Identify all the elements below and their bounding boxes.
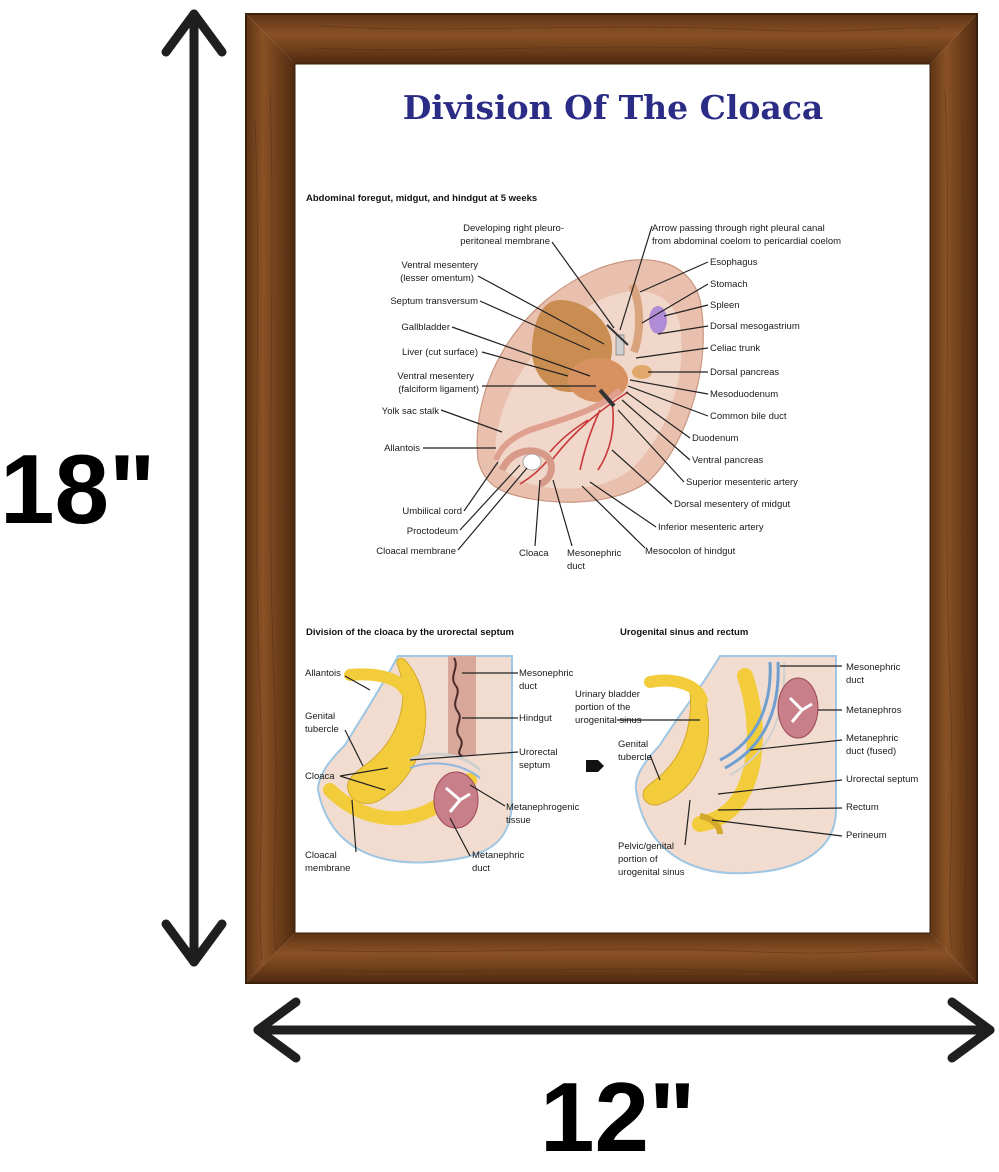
width-dimension-arrow — [253, 997, 995, 1063]
s1-label-ventral-pancreas: Ventral pancreas — [692, 455, 764, 466]
s2-label-cloaca: Cloaca — [305, 771, 335, 782]
s1-label-proctodeum: Proctodeum — [407, 526, 458, 537]
s1-label-umbilical-cord: Umbilical cord — [402, 506, 462, 517]
s1-label-dorsal-pancreas: Dorsal pancreas — [710, 367, 779, 378]
section-2-title: Division of the cloaca by the urorectal … — [306, 627, 514, 638]
s1-label-stomach: Stomach — [710, 279, 748, 290]
s1-label-esophagus: Esophagus — [710, 257, 758, 268]
s1-label-cloaca: Cloaca — [519, 548, 549, 559]
progression-arrow-icon — [586, 760, 604, 772]
s1-label-spleen: Spleen — [710, 300, 740, 311]
s1-label-septum-transversum: Septum transversum — [390, 296, 478, 307]
s1-label-mesocolon-of-hindgut: Mesocolon of hindgut — [645, 546, 736, 557]
section-3-title: Urogenital sinus and rectum — [620, 627, 749, 638]
s3-label-metanephros: Metanephros — [846, 705, 902, 716]
s1-label-celiac-trunk: Celiac trunk — [710, 343, 760, 354]
s1-label-superior-mesenteric-artery: Superior mesenteric artery — [686, 477, 798, 488]
section-2-leader-lines — [339, 672, 519, 857]
section-1-title: Abdominal foregut, midgut, and hindgut a… — [306, 193, 538, 204]
s3-label-perineum: Perineum — [846, 830, 887, 841]
s1-label-liver-cut-surface: Liver (cut surface) — [402, 347, 478, 358]
s1-label-yolk-sac-stalk: Yolk sac stalk — [382, 406, 439, 417]
height-dimension-arrow — [161, 9, 227, 967]
s1-label-cloacal-membrane: Cloacal membrane — [376, 546, 456, 557]
s1-label-mesoduodenum: Mesoduodenum — [710, 389, 778, 400]
section-1-labels: Developing right pleuro-peritoneal membr… — [376, 223, 841, 572]
s1-label-inferior-mesenteric-artery: Inferior mesenteric artery — [658, 522, 764, 533]
section-1-leader-lines — [423, 225, 709, 551]
s1-label-falciform-ligament: Ventral mesentery(falciform ligament) — [397, 371, 479, 395]
section-3-leader-lines — [617, 665, 843, 846]
s1-label-duodenum: Duodenum — [692, 433, 739, 444]
poster-title: Division Of The Cloaca — [402, 88, 824, 127]
s1-label-gallbladder: Gallbladder — [401, 322, 450, 333]
s1-label-common-bile-duct: Common bile duct — [710, 411, 787, 422]
s3-label-urorectal-septum: Urorectal septum — [846, 774, 918, 785]
s1-label-dorsal-mesogastrium: Dorsal mesogastrium — [710, 321, 800, 332]
s1-label-arrow-pleural-canal: Arrow passing through right pleural cana… — [652, 223, 841, 247]
s1-label-allantois: Allantois — [384, 443, 420, 454]
height-dimension-label: 18" — [0, 434, 156, 544]
s1-label-lesser-omentum: Ventral mesentery(lesser omentum) — [400, 260, 478, 284]
s3-label-rectum: Rectum — [846, 802, 879, 813]
s1-label-pleuroperitoneal-membrane: Developing right pleuro-peritoneal membr… — [460, 223, 564, 247]
s1-label-dorsal-mesentery-of-midgut: Dorsal mesentery of midgut — [674, 499, 791, 510]
width-dimension-label: 12" — [540, 1062, 696, 1172]
s2-label-hindgut: Hindgut — [519, 713, 552, 724]
s2-label-allantois: Allantois — [305, 668, 341, 679]
